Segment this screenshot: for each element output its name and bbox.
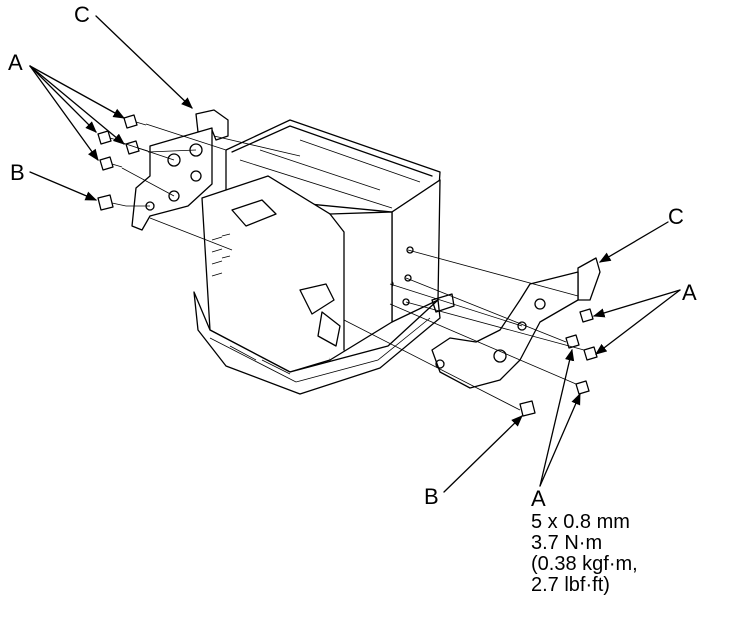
alignment-lines xyxy=(119,123,585,411)
screws-right xyxy=(519,308,598,417)
label-c-top-left: C xyxy=(74,2,90,27)
label-a-bottom: A xyxy=(531,486,546,511)
torque-spec: 5 x 0.8 mm 3.7 N·m (0.38 kgf·m, 2.7 lbf·… xyxy=(531,512,638,596)
label-a-right: A xyxy=(682,280,697,305)
label-a-top-left: A xyxy=(8,50,23,75)
label-c-right: C xyxy=(668,204,684,229)
spec-thread: 5 x 0.8 mm xyxy=(531,511,630,533)
spec-torque-nm: 3.7 N·m xyxy=(531,532,603,554)
leader-arrows xyxy=(29,15,681,493)
audio-unit xyxy=(193,119,441,395)
spec-torque-kgfm: (0.38 kgf·m, xyxy=(531,553,638,575)
spec-torque-lbfft: 2.7 lbf·ft) xyxy=(531,574,610,596)
label-b-left: B xyxy=(10,160,25,185)
label-b-bottom: B xyxy=(424,484,439,509)
right-bracket xyxy=(431,257,601,389)
left-bracket xyxy=(131,109,229,231)
